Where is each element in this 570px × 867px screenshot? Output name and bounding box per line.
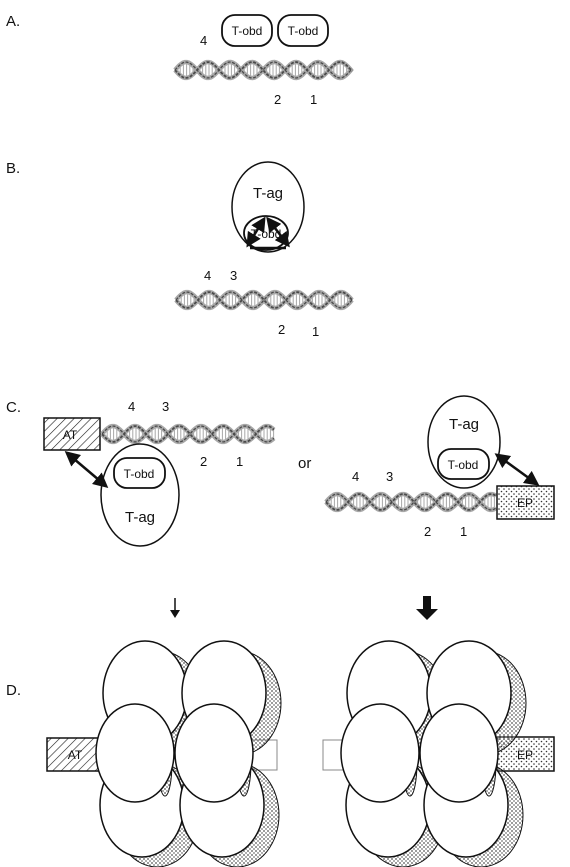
panel-c-or: or xyxy=(298,455,311,472)
panel-d-ep-label: EP xyxy=(517,748,533,762)
panel-b-dna-helix xyxy=(174,289,354,311)
panel-d-at-label: AT xyxy=(68,748,83,762)
panel-c-label: C. xyxy=(6,399,21,416)
panel-d-right-complex: EP xyxy=(322,640,555,867)
panel-d-label: D. xyxy=(6,682,21,699)
panel-b-arrows xyxy=(246,216,290,250)
panel-d-right-hexamer-mid-right xyxy=(419,703,499,803)
panel-c-right-arrow xyxy=(494,453,540,486)
panel-a-site-4: 4 xyxy=(200,33,207,48)
panel-a-label: A. xyxy=(6,13,20,30)
panel-c-right-site-3: 3 xyxy=(386,469,393,484)
transition-arrow-right-bold xyxy=(416,596,438,620)
panel-c-right-tobd-label: T-obd xyxy=(448,458,479,472)
panel-b-site-1: 1 xyxy=(312,324,319,339)
panel-c-ep-box xyxy=(496,485,555,520)
panel-c-left-dna-helix xyxy=(100,423,276,445)
panel-b-site-3: 3 xyxy=(230,268,237,283)
panel-d: D. AT EP xyxy=(6,640,555,867)
panel-a-tobd-label-1: T-obd xyxy=(232,24,263,38)
panel-d-left-hexamer-mid-right xyxy=(174,703,254,803)
panel-a-tobd-box-2 xyxy=(277,14,329,47)
panel-c-left-tobd-label: T-obd xyxy=(124,467,155,481)
panel-b-tag-label: T-ag xyxy=(253,185,283,202)
panel-c-right-site-2: 2 xyxy=(424,524,431,539)
panel-d-right-hexamer-mid-left xyxy=(340,703,420,803)
panel-b-site-2: 2 xyxy=(278,322,285,337)
panel-c-right-dna-helix xyxy=(324,491,498,513)
panel-d-left-hexamer-mid-left xyxy=(95,703,175,803)
panel-a-dna-helix xyxy=(173,59,354,81)
panel-d-left-complex: AT xyxy=(46,640,282,867)
panel-c-left-tag-label: T-ag xyxy=(125,509,155,526)
panel-c-right-site-1: 1 xyxy=(460,524,467,539)
panel-c-at-box xyxy=(43,417,101,451)
panel-a-site-2: 2 xyxy=(274,92,281,107)
panel-a-tobd-label-2: T-obd xyxy=(288,24,319,38)
panel-c-right-tobd-box xyxy=(437,448,490,480)
panel-c-left-site-3: 3 xyxy=(162,399,169,414)
transition-arrow-left xyxy=(170,598,180,618)
panel-a-tobd-box-1 xyxy=(221,14,273,47)
panel-c-ep-label: EP xyxy=(517,496,533,510)
panel-c-left-arrow xyxy=(64,451,109,488)
panel-c-right-tag-label: T-ag xyxy=(449,416,479,433)
panel-a: A. 4 2 1 T-obd T-obd xyxy=(6,13,354,107)
panel-d-at-box xyxy=(46,737,104,772)
panel-c: C. AT 4 3 2 1 T-obd T-ag or T-ag T-obd E… xyxy=(6,395,555,547)
panel-b: B. T-ag T-obd 4 3 2 1 xyxy=(6,160,354,339)
panel-a-site-1: 1 xyxy=(310,92,317,107)
panel-c-left-site-2: 2 xyxy=(200,454,207,469)
panel-c-left-tobd-box xyxy=(113,457,166,489)
panel-b-label: B. xyxy=(6,160,20,177)
panel-b-site-4: 4 xyxy=(204,268,211,283)
panel-c-left-site-4: 4 xyxy=(128,399,135,414)
panel-c-left-site-1: 1 xyxy=(236,454,243,469)
panel-c-right-site-4: 4 xyxy=(352,469,359,484)
panel-c-at-label: AT xyxy=(63,428,78,442)
